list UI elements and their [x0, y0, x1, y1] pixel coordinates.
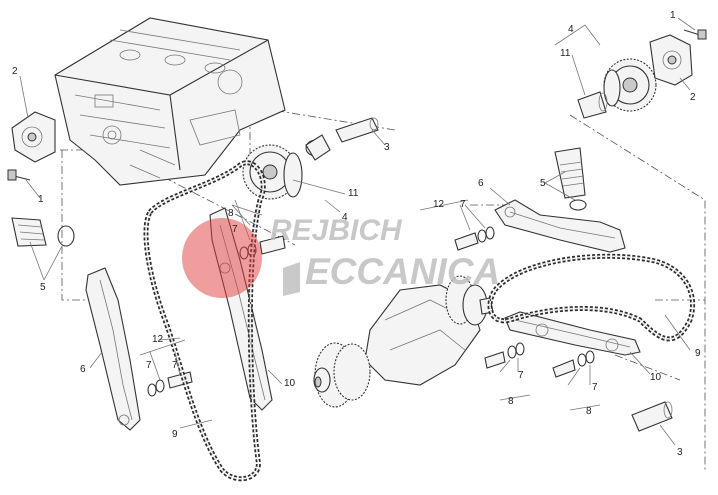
studs-and-washers [147, 226, 595, 397]
callout-7-left-b: 7 [172, 360, 178, 371]
callout-4-middle: 4 [342, 212, 348, 223]
callout-8-right-a: 8 [508, 396, 514, 407]
callout-6-left: 6 [80, 364, 86, 375]
callout-1-top-right: 1 [670, 10, 676, 21]
callout-2-left: 2 [12, 66, 18, 77]
callout-9-left: 9 [172, 429, 178, 440]
callout-12-left: 12 [152, 334, 164, 345]
crankshaft [313, 275, 494, 408]
watermark: REJBICH ECCANICA [182, 214, 500, 298]
right-lower-chain-guide [504, 311, 641, 356]
right-upper-chain-guide [494, 199, 626, 253]
callout-8-middle: 8 [228, 208, 234, 219]
dowel-pin [631, 401, 673, 432]
left-tensioner-group [7, 111, 75, 247]
watermark-line-2: ECCANICA [305, 251, 500, 292]
right-tensioner [649, 29, 707, 86]
callout-5-left: 5 [40, 282, 46, 293]
watermark-line-1: REJBICH [270, 214, 403, 247]
callout-10-right: 10 [650, 372, 662, 383]
callout-6-right: 6 [478, 178, 484, 189]
callout-7-left-a: 7 [146, 360, 152, 371]
watermark-logo-icon [182, 218, 262, 298]
callout-7-right-a: 7 [518, 370, 524, 381]
callout-labels: 2 1 5 6 12 7 7 9 8 7 11 4 3 10 12 7 6 5 … [12, 10, 701, 458]
callout-2-top-right: 2 [690, 92, 696, 103]
callout-9-right: 9 [695, 348, 701, 359]
callout-1-left: 1 [38, 194, 44, 205]
callout-5-right: 5 [540, 178, 546, 189]
right-tensioner-plunger [554, 147, 587, 211]
callout-4-top-right: 4 [568, 24, 574, 35]
right-cam-gear [577, 58, 657, 119]
callout-11-middle: 11 [348, 188, 359, 199]
callout-8-right-b: 8 [586, 406, 592, 417]
leader-lines [19, 17, 696, 446]
callout-3-top: 3 [384, 142, 390, 153]
cylinder-head [54, 17, 286, 186]
callout-7-middle: 7 [232, 224, 238, 235]
callout-7-right-b: 7 [592, 382, 598, 393]
callout-3-bottom: 3 [677, 447, 683, 458]
left-chain-guide [85, 267, 141, 431]
timing-chain-left [143, 160, 266, 482]
left-cam-gear [242, 117, 379, 200]
timing-chain-right [487, 253, 696, 342]
callout-12-right: 12 [433, 199, 445, 210]
watermark-letter-m-mark [283, 262, 300, 296]
callout-7-right-top: 7 [460, 199, 466, 210]
callout-11-top-right: 11 [560, 48, 571, 59]
callout-10-middle: 10 [284, 378, 296, 389]
